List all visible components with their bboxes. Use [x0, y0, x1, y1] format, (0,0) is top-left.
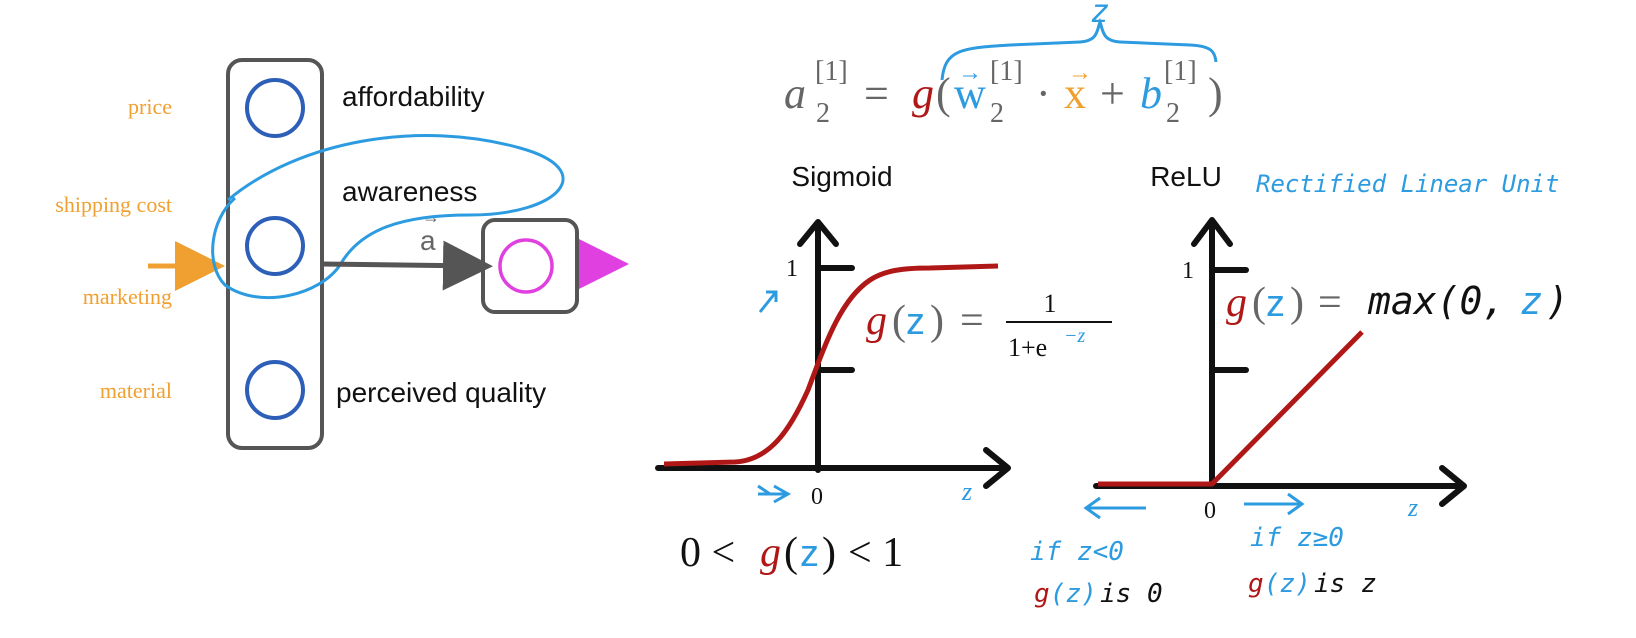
relu-formula-close: ): [1290, 280, 1304, 326]
sigmoid-formula: g ( z ) = 1 1+e −z: [866, 289, 1112, 362]
input-shipping-cost: shipping cost: [55, 192, 172, 217]
relu-formula-z2: z: [1520, 279, 1543, 323]
sigmoid-range-g: g: [760, 530, 781, 576]
formula-w-sup: [1]: [990, 56, 1023, 87]
activation-vector-label: a: [420, 225, 436, 256]
relu-formula: g ( z ) = max(0, z ): [1226, 279, 1569, 326]
formula-w: w: [954, 69, 986, 118]
input-price: price: [128, 94, 172, 119]
neuron-affordability: [245, 78, 305, 138]
relu-axis-x-label: z: [1407, 493, 1418, 522]
relu-right-result: g (z) is z: [1248, 569, 1377, 599]
input-marketing: marketing: [83, 284, 172, 309]
sigmoid-formula-g: g: [866, 298, 887, 344]
formula-x-arrow-icon: →: [1068, 59, 1092, 86]
sigmoid-range-z: z: [800, 533, 819, 575]
output-layer-box: [481, 218, 579, 314]
relu-tick-one: 1: [1182, 258, 1194, 284]
relu-curve: [1098, 330, 1364, 487]
formula-b-sup: [1]: [1164, 56, 1197, 87]
relu-left-result-g: g: [1034, 579, 1050, 609]
relu-formula-z: z: [1266, 283, 1285, 325]
sigmoid-formula-den-exp: −z: [1064, 325, 1085, 347]
formula-g: g: [912, 69, 934, 118]
formula-w-sub: 2: [990, 98, 1004, 129]
relu-right-arrow-icon: [1244, 492, 1305, 516]
relu-left-condition: if z<0: [1030, 537, 1124, 567]
sigmoid-formula-z: z: [906, 301, 925, 343]
sigmoid-range-lt2: < 1: [848, 530, 903, 576]
sigmoid-range-open: (: [784, 530, 798, 576]
sigmoid-tick-one: 1: [786, 256, 798, 282]
output-neuron: [498, 238, 554, 294]
svg-text:a: a: [784, 69, 806, 118]
relu-right-result-z: (z): [1264, 569, 1311, 599]
relu-formula-g: g: [1226, 280, 1247, 326]
sigmoid-formula-den: 1+e: [1008, 333, 1047, 362]
formula-equals: =: [864, 69, 889, 118]
sigmoid-formula-num: 1: [1044, 289, 1057, 318]
relu-right-result-tail: is z: [1314, 569, 1377, 599]
z-brace-label: z: [1090, 0, 1109, 30]
relu-left-result: g (z) is 0: [1034, 579, 1163, 609]
relu-formula-end: ): [1546, 279, 1569, 323]
z-brace: [940, 17, 1218, 81]
sigmoid-origin: 0: [811, 484, 823, 510]
relu-formula-eq: =: [1318, 280, 1342, 326]
hidden-unit-perceived-quality: perceived quality: [336, 377, 546, 408]
relu-right-result-g: g: [1248, 569, 1264, 599]
relu-left-result-z: (z): [1050, 579, 1097, 609]
relu-subtitle: Rectified Linear Unit: [1256, 170, 1559, 198]
sigmoid-axes: [655, 219, 1011, 489]
hidden-unit-awareness: awareness: [342, 176, 477, 207]
formula-open-paren: (: [936, 69, 951, 118]
relu-axes: [1093, 217, 1467, 507]
relu-right-condition: if z≥0: [1250, 523, 1344, 553]
sigmoid-range-lt1: 0 <: [680, 530, 735, 576]
activation-vector-arrow-icon: →: [422, 207, 440, 227]
sigmoid-range: 0 < g ( z ) < 1: [680, 530, 903, 576]
relu-formula-max: max(0,: [1367, 279, 1505, 323]
neuron-awareness: [245, 216, 305, 276]
sigmoid-up-arrow-icon: [758, 290, 778, 313]
sigmoid-range-close: ): [822, 530, 836, 576]
formula-close-paren: ): [1208, 69, 1223, 118]
formula-x: x: [1064, 69, 1086, 118]
hidden-unit-affordability: affordability: [342, 81, 485, 112]
sigmoid-formula-close: ): [930, 298, 944, 344]
formula-dot: ·: [1036, 69, 1051, 118]
activation-arrow: [321, 240, 493, 291]
relu-title: ReLU: [1150, 161, 1222, 192]
relu-left-arrow-icon: [1083, 496, 1146, 520]
relu-origin: 0: [1204, 498, 1216, 524]
sigmoid-right-arrow-icon: [757, 484, 792, 504]
relu-formula-open: (: [1252, 280, 1266, 326]
formula-plus: +: [1100, 69, 1125, 118]
sigmoid-curve: [663, 263, 999, 467]
neuron-perceived-quality: [245, 360, 305, 420]
sigmoid-axis-x-label: z: [961, 477, 972, 506]
formula-a-sup: [1]: [815, 56, 848, 87]
formula-w-arrow-icon: →: [958, 59, 982, 86]
hidden-layer-box: [226, 58, 324, 450]
awareness-highlight-loop: [211, 134, 565, 300]
formula-a-sub: 2: [816, 98, 830, 129]
layer-formula: a [1] 2 = g ( w → [1] 2 · x → + b [1] 2 …: [784, 56, 1223, 129]
relu-left-result-tail: is 0: [1100, 579, 1163, 609]
formula-a: a: [784, 69, 806, 118]
input-material: material: [100, 378, 172, 403]
formula-b-sub: 2: [1166, 98, 1180, 129]
sigmoid-formula-eq: =: [960, 298, 984, 344]
sigmoid-formula-open: (: [892, 298, 906, 344]
input-labels: price shipping cost marketing material: [55, 94, 172, 403]
sigmoid-title: Sigmoid: [791, 161, 892, 192]
formula-b: b: [1140, 69, 1162, 118]
